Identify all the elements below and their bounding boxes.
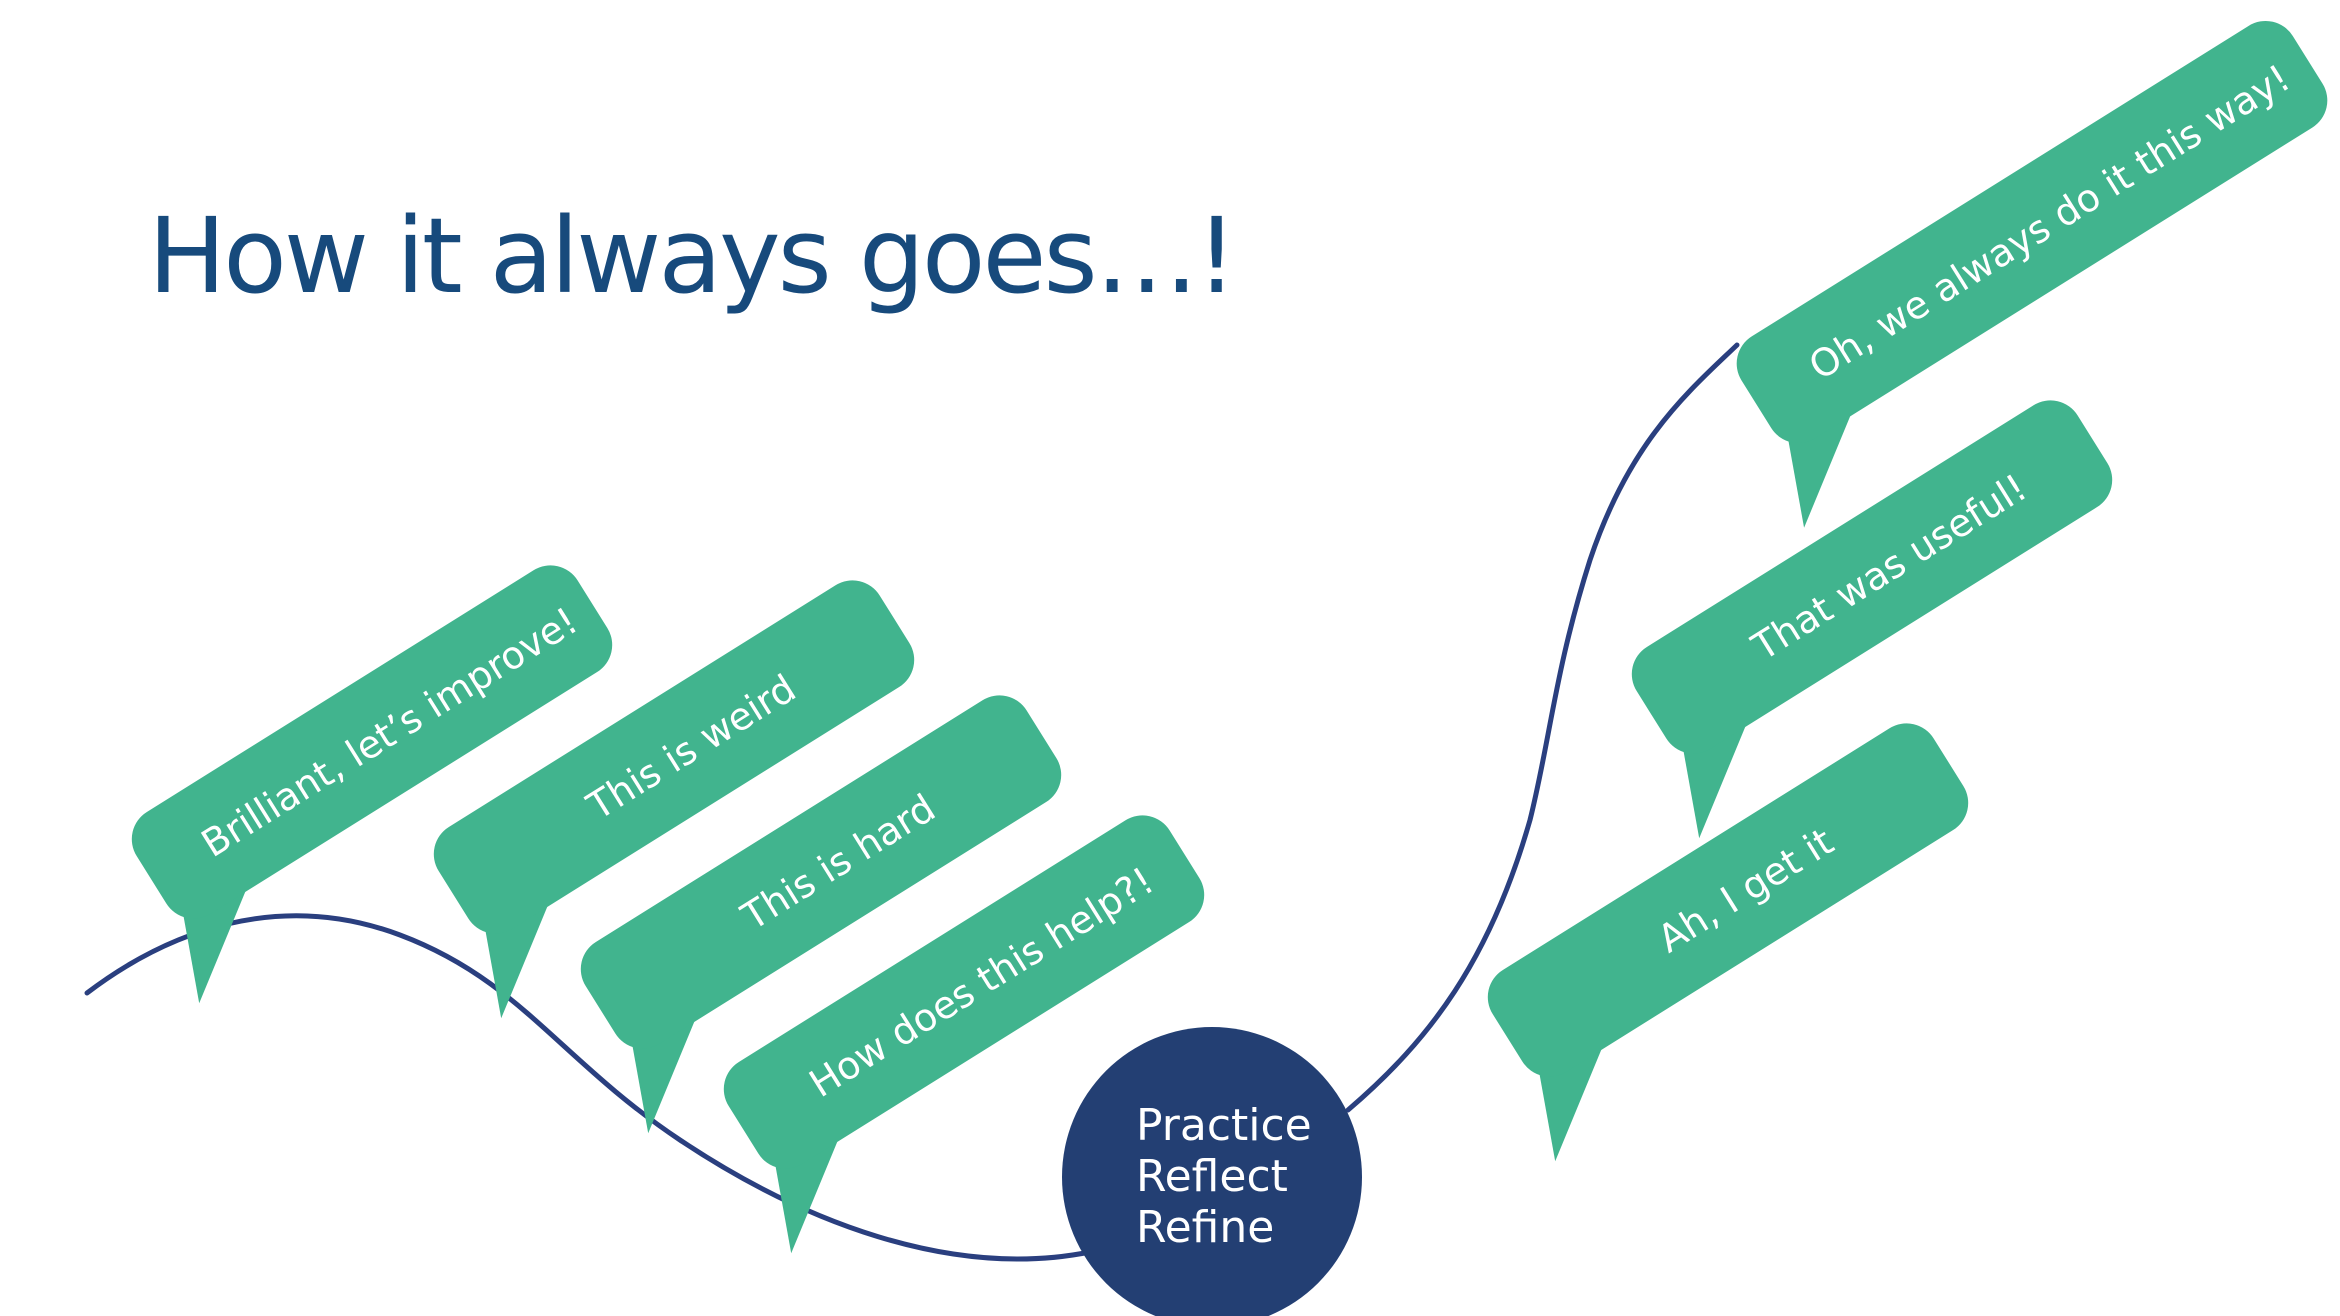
speech-bubble-body: [580, 695, 1062, 1049]
circle-line-practice: Practice: [1136, 1100, 1312, 1151]
journey-curve: [84, 342, 1740, 1262]
speech-bubble-text: Oh, we always do it this way!: [1801, 56, 2297, 389]
circle-line-reflect: Reflect: [1136, 1151, 1288, 1202]
speech-bubble-body: [1631, 400, 2113, 754]
circle-line-refine: Refine: [1136, 1202, 1274, 1253]
speech-bubble-body: [1487, 723, 1969, 1077]
practice-reflect-refine-circle: Practice Reflect Refine: [1062, 1027, 1362, 1316]
speech-bubble-body: [1736, 20, 2328, 444]
slide-title: How it always goes…!: [148, 195, 1237, 317]
speech-bubble-body: [131, 565, 613, 919]
speech-bubble-body: [723, 815, 1205, 1169]
speech-bubble-body: [433, 580, 915, 934]
